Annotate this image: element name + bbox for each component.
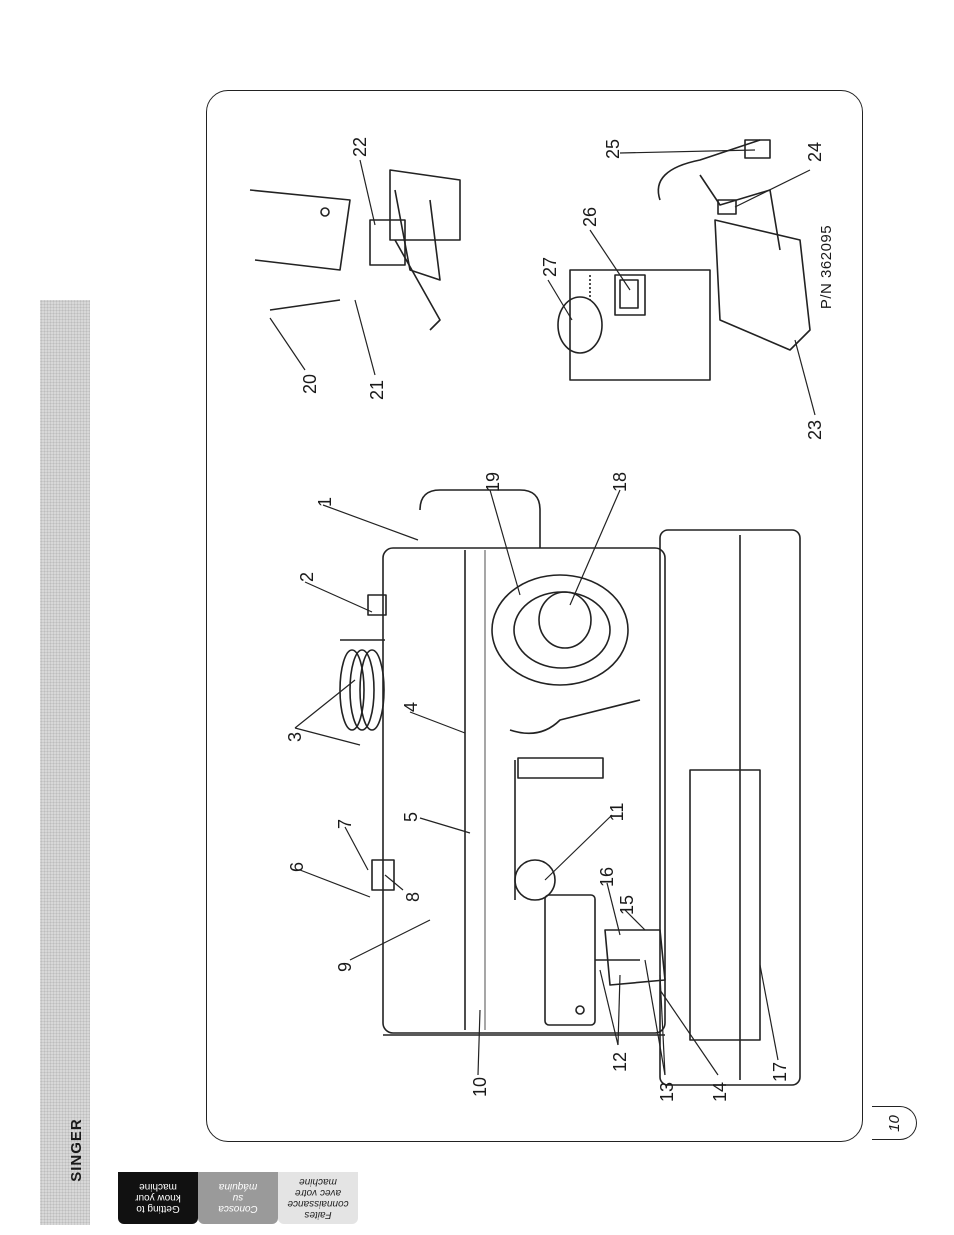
presser-foot-inset <box>249 169 461 331</box>
callout-23: 23 <box>805 419 825 441</box>
callout-4: 4 <box>401 702 421 713</box>
callout-11: 11 <box>607 802 627 822</box>
callout-7: 7 <box>335 819 355 830</box>
callout-10: 10 <box>470 1076 490 1098</box>
callout-8: 8 <box>403 892 423 903</box>
page-number: 10 <box>885 1114 903 1132</box>
callout-3: 3 <box>285 732 305 743</box>
callout-17: 17 <box>770 1061 790 1083</box>
callout-16: 16 <box>597 866 617 888</box>
callout-6: 6 <box>287 862 307 873</box>
callout-25: 25 <box>603 138 623 160</box>
callout-24: 24 <box>805 141 825 163</box>
page-number-tab: 10 <box>872 1106 917 1140</box>
callout-21: 21 <box>367 379 387 401</box>
callout-27: 27 <box>540 256 560 278</box>
callout-5: 5 <box>401 812 421 823</box>
leader-lines <box>269 149 816 1076</box>
part-number: P/N 362095 <box>818 224 835 310</box>
callout-9: 9 <box>335 962 355 973</box>
callout-2: 2 <box>297 572 317 583</box>
callout-19: 19 <box>483 471 503 493</box>
callout-12: 12 <box>610 1051 630 1073</box>
callout-15: 15 <box>617 894 637 916</box>
diagram-frame <box>206 90 863 1142</box>
callout-18: 18 <box>610 471 630 493</box>
callout-14: 14 <box>710 1081 730 1103</box>
callout-1: 1 <box>315 497 335 508</box>
callout-26: 26 <box>580 206 600 228</box>
section-strip <box>40 300 90 1225</box>
callout-22: 22 <box>350 136 370 158</box>
callout-13: 13 <box>657 1081 677 1103</box>
foot-control-inset <box>557 139 811 381</box>
machine-body <box>339 489 801 1086</box>
callout-20: 20 <box>300 373 320 395</box>
